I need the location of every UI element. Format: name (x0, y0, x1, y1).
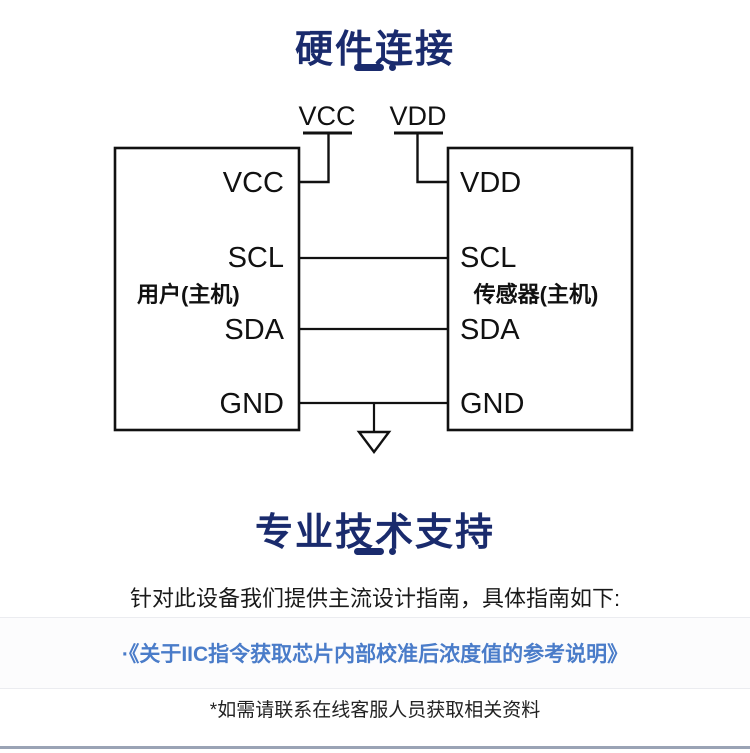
title-underline-ornament (0, 548, 750, 555)
vcc-rail-wire (299, 133, 330, 184)
user-pin-gnd: GND (220, 388, 284, 420)
guide-link-bar[interactable]: ·《关于IIC指令获取芯片内部校准后浓度值的参考说明》 (0, 617, 750, 689)
underline-dot (389, 64, 396, 71)
underline-dash (354, 548, 384, 555)
underline-dash (354, 64, 384, 71)
title-underline-ornament (0, 64, 750, 71)
support-section-title: 专业技术支持 (254, 512, 495, 554)
sensor-host-label: 传感器(主机) (473, 282, 599, 307)
user-pin-vcc: VCC (223, 167, 284, 199)
user-host-box (113, 146, 301, 432)
support-intro-text: 针对此设备我们提供主流设计指南，具体指南如下: (129, 586, 621, 611)
user-host-label: 用户(主机) (137, 282, 240, 307)
contact-footnote: *如需请联系在线客服人员获取相关资料 (209, 700, 541, 721)
sensor-pin-scl: SCL (460, 242, 516, 274)
sensor-host-box (446, 146, 634, 432)
vcc-rail-label: VCC (298, 101, 355, 131)
guide-document-link[interactable]: ·《关于IIC指令获取芯片内部校准后浓度值的参考说明》 (121, 643, 629, 666)
user-pin-scl: SCL (228, 242, 284, 274)
sensor-pin-sda: SDA (460, 314, 520, 346)
vdd-rail-label: VDD (389, 101, 446, 131)
vdd-rail-wire (416, 133, 448, 184)
bottom-divider (0, 746, 750, 749)
user-pin-sda: SDA (224, 314, 284, 346)
ground-symbol-icon (356, 403, 392, 454)
underline-dot (389, 548, 396, 555)
sensor-pin-vdd: VDD (460, 167, 521, 199)
sensor-pin-gnd: GND (460, 388, 524, 420)
i2c-wiring-diagram: VCC VDD VCC SCL SDA GND VDD SCL SDA GND … (113, 101, 634, 454)
